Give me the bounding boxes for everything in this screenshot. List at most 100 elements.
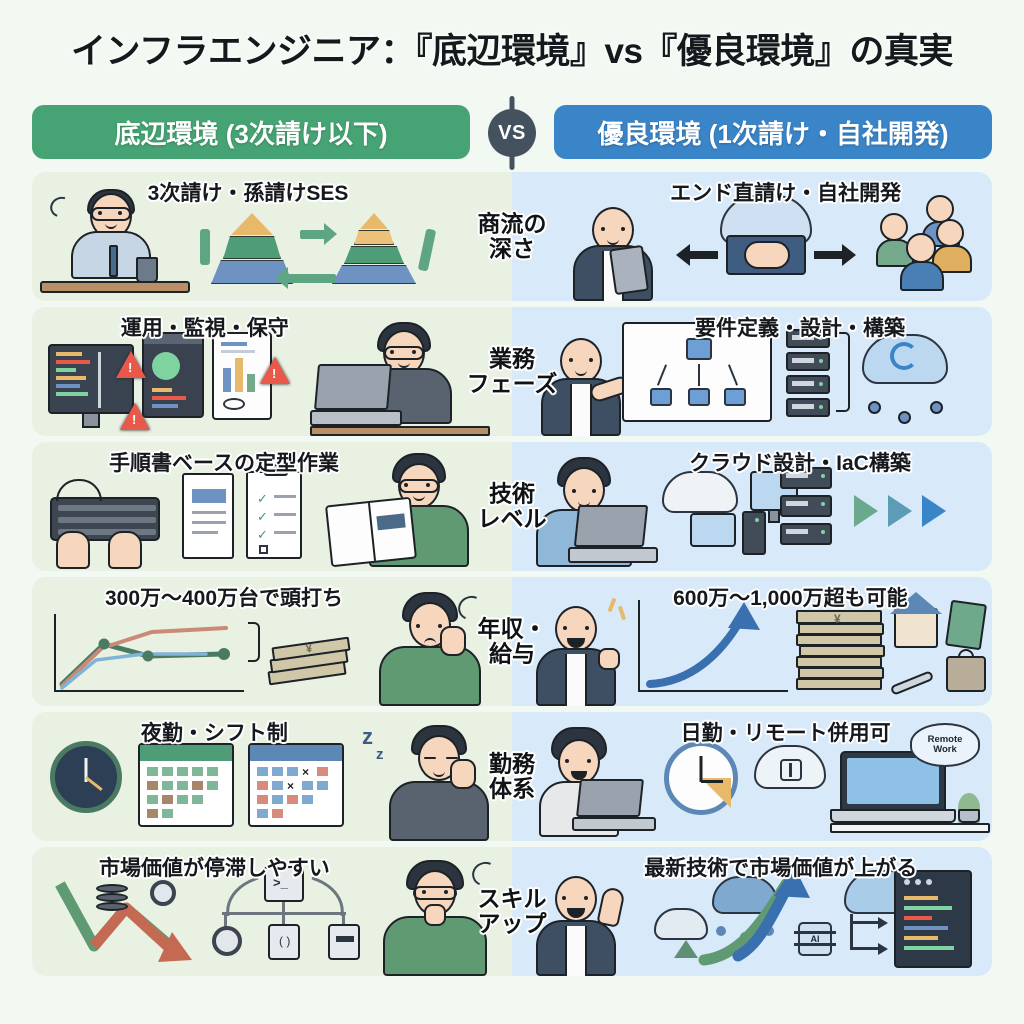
row-salary: 300万〜400万台で頭打ち ¥ [32,577,992,706]
remote-desk-illustration [830,737,990,833]
alert-warning-icon-2 [120,403,150,430]
open-book-icon [324,496,418,568]
row-business-flow-right-caption: エンド直請け・自社開発 [670,182,902,205]
remote-work-badge-line1: Remote [927,733,963,745]
thinking-person-illustration [368,852,508,976]
engineer-laptop-screen-icon [573,505,649,547]
row-salary-label: 年収・ 給与 [477,614,547,667]
arrow-head-right-icon [842,244,856,266]
row-business-flow-right: エンド直請け・自社開発 [512,172,992,301]
bidirectional-arrow-left-icon [688,251,718,259]
handshake-hands-icon [744,241,790,269]
header-good-environment-label: 優良環境 (1次請け・自社開発) [597,118,949,149]
progress-arrow-icon-1 [854,495,878,527]
stressed-engineer-illustration [310,312,490,436]
salary-flat-lines [59,626,230,690]
salary-flat-chart [54,614,260,692]
progress-arrow-icon-3 [922,495,946,527]
page-title: インフラエンジニア：『底辺環境』vs『優良環境』の真実 [71,31,953,71]
row-salary-left: 300万〜400万台で頭打ち ¥ [32,577,512,706]
row-salary-right: 600万〜1,000万超も可能 [512,577,992,706]
row-tech-level: 手順書ベースの定型作業 ✓ ✓ ✓ [32,442,992,571]
row-skill-growth-left-caption: 市場価値が停滞しやすい [98,857,330,880]
flow-arrow-left-icon [288,274,336,283]
vs-badge: VS [488,109,536,157]
deploy-branch-icon-1 [850,921,880,924]
sleepy-worker-illustration [372,717,502,841]
successful-woman-illustration [516,582,636,706]
gear-icon-2 [212,926,242,956]
server-rack-icon-3 [786,375,830,394]
architecture-whiteboard [622,322,772,422]
row-work-style-right-caption: 日勤・リモート併用可 [680,722,891,745]
report-chart-icon [212,332,272,420]
flow-arrow-right-head-icon [324,223,337,245]
cloud-node-icon-1 [868,401,881,414]
desk-surface [830,823,990,833]
alert-warning-icon-1 [116,351,146,378]
house-icon [894,608,938,648]
row-work-style-right: 日勤・リモート併用可 [512,712,992,841]
desk-plant-pot-icon [958,809,980,823]
architect-presenter-illustration [530,312,640,436]
chip-pin-icon-2 [794,931,836,934]
header-good-environment: 優良環境 (1次請け・自社開発) [554,105,992,159]
shift-calendar-blue-icon: × × [248,743,344,827]
row-business-flow-left-caption: 3次請け・孫請けSES [147,182,349,205]
server-rack-icon-2 [786,352,830,371]
cloud-up-icon [654,908,708,940]
remote-laptop-keyboard-icon [572,817,656,831]
progress-arrow-icon-2 [888,495,912,527]
remote-work-badge: Remote Work [910,723,980,767]
cloud-node-icon-2 [898,411,911,424]
row-tech-level-left: 手順書ベースの定型作業 ✓ ✓ ✓ [32,442,512,571]
row-skill-growth: 市場価値が停滞しやすい >_ [32,847,992,976]
bidirectional-arrow-right-icon [814,251,844,259]
deploy-arrow-icon-2 [878,943,888,955]
row-skill-growth-label: スキル アップ [477,884,547,937]
arrow-head-left-icon [676,244,690,266]
salary-cap-bracket-icon [248,622,260,662]
suitcase-handle-icon [958,649,974,658]
remote-laptop-screen-icon [576,779,644,817]
cloud-server-rack-icon-2 [780,495,832,517]
tower-pc-icon [742,511,766,555]
row-work-style-left: 夜勤・シフト制 [32,712,512,841]
database-icon [96,884,128,914]
row-tech-level-right-caption: クラウド設計・IaC構築 [689,452,911,475]
typing-hand-right-icon [108,531,142,569]
sync-arrow-icon [890,342,918,370]
pointing-woman-illustration [516,852,646,976]
flow-arrow-right-icon [300,230,326,239]
cloud-node-icon-3 [930,401,943,414]
rising-arrow-icon [698,866,810,966]
workstation-monitor-icon [690,513,736,547]
declining-arrow-icon [55,881,192,962]
checklist-clipboard-icon: ✓ ✓ ✓ [246,464,302,559]
alert-warning-icon-3 [260,357,290,384]
vs-badge-label: VS [498,121,526,144]
row-work-style-left-caption: 夜勤・シフト制 [140,722,288,745]
row-business-flow-label: 商流の 深さ [477,209,547,262]
typing-hand-left-icon [56,531,90,569]
laptop-screen-icon [313,364,393,410]
desk-laptop-keyboard-icon [830,809,956,823]
passport-icon [944,599,988,651]
growth-curve [646,602,760,688]
growth-arrow-illustration [698,864,838,968]
row-skill-growth-left: 市場価値が停滞しやすい >_ [32,847,512,976]
upload-arrow-icon [780,759,802,781]
subcontract-pyramid-2 [332,213,416,287]
manual-document-icon [182,473,234,559]
comparison-rows: 3次請け・孫請けSES [32,172,992,976]
server-rack-icon-1 [786,329,830,348]
remote-worker-illustration [518,717,658,841]
laptop-keyboard-icon [310,410,402,426]
cloud-up-arrow-icon [674,940,698,958]
cloud-network-node-1 [716,926,726,936]
row-salary-right-caption: 600万〜1,000万超も可能 [673,587,908,610]
deploy-branch-icon-2 [850,947,880,950]
ai-chip-icon: AI [798,922,832,956]
manual-reader-illustration [322,447,492,571]
legacy-device-icon-2 [328,924,360,960]
